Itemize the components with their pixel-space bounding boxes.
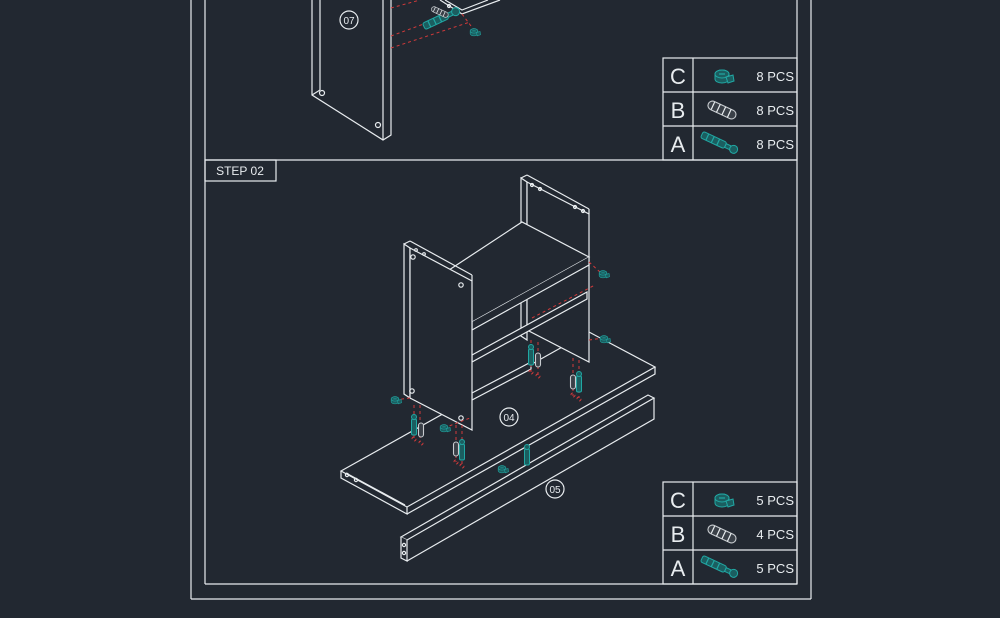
cam-bolt-icon [699,554,740,580]
part-number-07: 07 [343,16,355,27]
step2-hardware-table: C B A 5 PCS 4 PCS 5 PCS [662,481,798,585]
cam-lock-icon [714,69,735,84]
step2-row-a-letter: A [671,556,686,581]
svg-text:STEP 02: STEP 02 [216,164,264,178]
wood-dowel-icon [705,98,739,122]
wood-dowel-icon [705,522,739,546]
step1-row-a-qty: 8 PCS [756,137,794,152]
cam-bolt-icon [699,130,740,156]
step1-row-c-letter: C [670,64,686,89]
part-label-04 [499,407,519,427]
step2-row-a-qty: 5 PCS [756,561,794,576]
step2-row-b-qty: 4 PCS [756,527,794,542]
step2-row-c-qty: 5 PCS [756,493,794,508]
part-number-05: 05 [549,485,561,496]
step2-label: STEP 02 [204,159,277,182]
part-label-07 [339,10,359,30]
step1-row-b-letter: B [671,98,686,123]
step1-row-c-qty: 8 PCS [756,69,794,84]
part-label-05 [545,479,565,499]
step2-row-b-letter: B [671,522,686,547]
step2-row-c-letter: C [670,488,686,513]
part-number-04: 04 [503,413,515,424]
step1-row-b-qty: 8 PCS [756,103,794,118]
step2-assembly-illustration: 04 05 [339,174,657,562]
step1-panel-illustration: 07 [311,0,501,141]
step1-row-a-letter: A [671,132,686,157]
cam-lock-icon [714,493,735,508]
step1-hardware-table: C B A 8 PCS 8 PCS 8 PCS [662,57,798,161]
